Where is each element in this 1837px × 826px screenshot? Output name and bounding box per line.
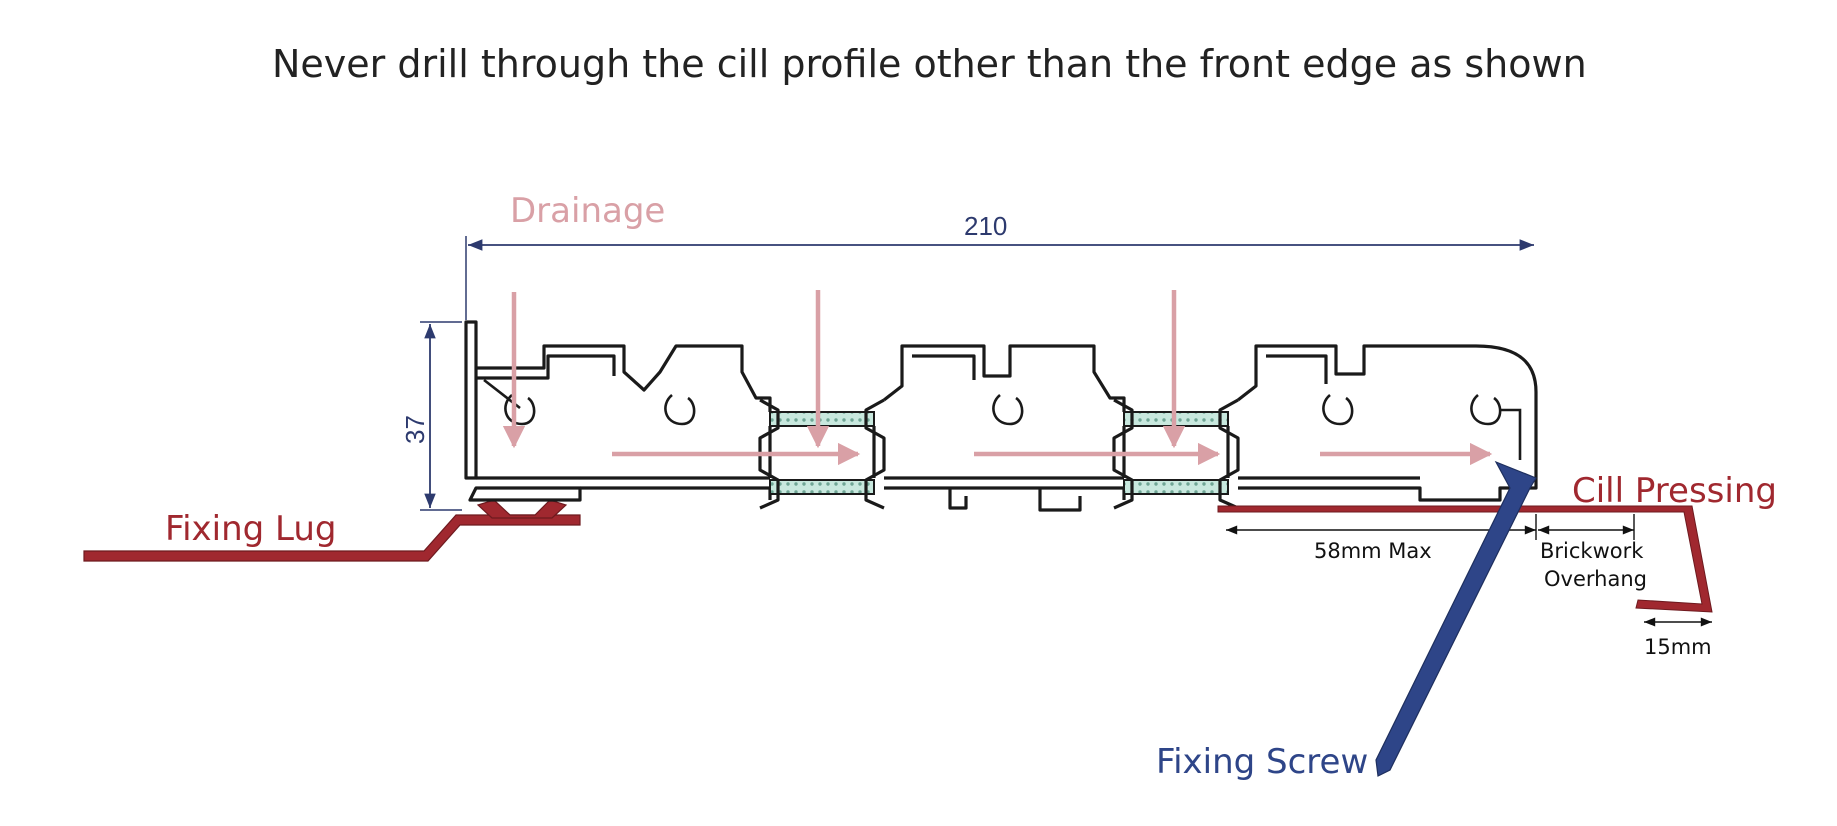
drainage-arrows xyxy=(502,290,1493,466)
cill-pressing-label: Cill Pressing xyxy=(1572,471,1777,511)
fixing-screw xyxy=(1375,460,1537,777)
cill-profile xyxy=(464,320,1538,512)
drainage-label: Drainage xyxy=(510,191,665,231)
mm15-label: 15mm xyxy=(1644,635,1712,659)
fixing-lug-label: Fixing Lug xyxy=(165,509,337,549)
brickwork-overhang-dimension: Brickwork Overhang xyxy=(1538,514,1647,591)
max-58-dimension: 58mm Max xyxy=(1226,514,1537,563)
width-dimension: 210 xyxy=(465,211,1534,320)
mm15-dimension: 15mm xyxy=(1644,617,1712,659)
height-dimension: 37 xyxy=(400,321,462,511)
diagram-title: Never drill through the cill profile oth… xyxy=(272,42,1587,86)
brickwork-label-line1: Brickwork xyxy=(1540,539,1644,563)
max-58-label: 58mm Max xyxy=(1314,539,1432,563)
height-value: 37 xyxy=(400,415,430,444)
brickwork-label-line2: Overhang xyxy=(1544,567,1647,591)
width-value: 210 xyxy=(964,211,1007,241)
fixing-screw-label: Fixing Screw xyxy=(1156,742,1368,782)
cill-pressing xyxy=(1217,505,1713,613)
